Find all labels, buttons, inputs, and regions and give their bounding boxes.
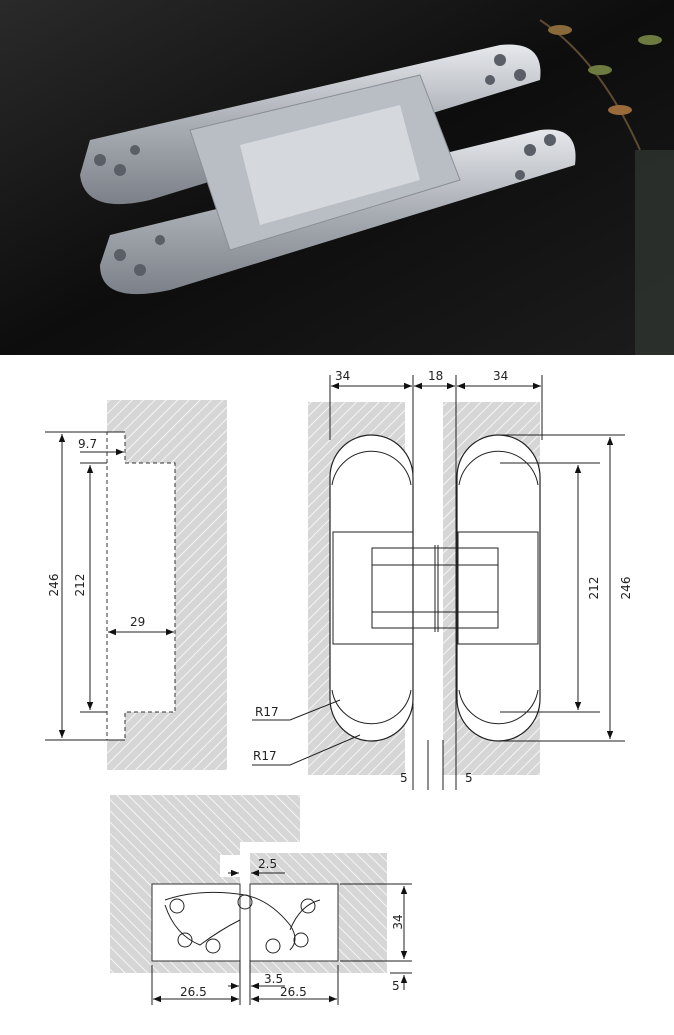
dim-top-offset: 9.7 [78, 437, 97, 451]
dim-width-left: 26.5 [180, 985, 207, 999]
dim-body-height-right: 212 [587, 577, 601, 600]
dim-gap: 18 [428, 369, 443, 383]
product-photo [0, 0, 674, 355]
side-view: 246 212 9.7 29 [45, 400, 227, 770]
dim-thickness: 34 [391, 914, 405, 929]
dim-radius-inner: R17 [255, 705, 279, 719]
dim-inset-left: 5 [400, 771, 408, 785]
dim-width-right: 26.5 [280, 985, 307, 999]
dim-width-right: 34 [493, 369, 508, 383]
dim-gap: 2.5 [258, 857, 277, 871]
dim-width-left: 34 [335, 369, 350, 383]
front-view: 34 18 34 R17 R17 5 5 212 246 [252, 369, 633, 790]
hinge-mechanism [164, 891, 321, 954]
dim-body-height: 212 [73, 574, 87, 597]
dim-radius-outer: R17 [253, 749, 277, 763]
top-view: 2.5 34 5 3.5 26.5 26.5 [110, 795, 412, 1005]
dim-clearance: 3.5 [264, 972, 283, 986]
hinge-image [80, 44, 576, 295]
dim-depth: 29 [130, 615, 145, 629]
dim-total-height-right: 246 [619, 577, 633, 600]
dim-offset: 5 [392, 979, 400, 993]
technical-drawing: 246 212 9.7 29 34 18 34 R17 R17 5 5 212 [45, 369, 633, 1005]
dim-total-height: 246 [47, 574, 61, 597]
plant-decoration [539, 19, 674, 355]
dim-inset-right: 5 [465, 771, 473, 785]
